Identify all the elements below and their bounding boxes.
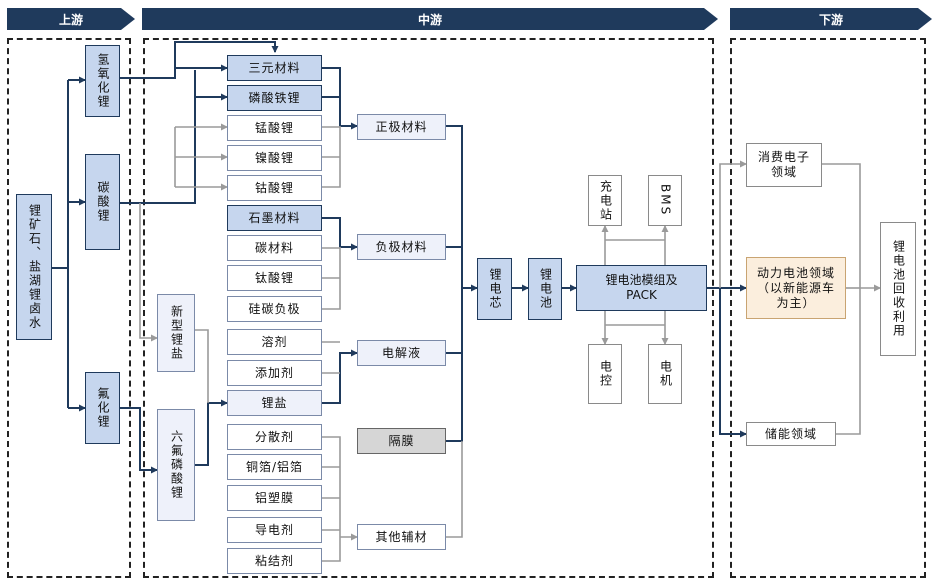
cathode-input-lfp: 磷酸铁锂 [227, 85, 322, 111]
midstream-header: 中游 [142, 8, 718, 30]
lithium-hydroxide-box: 氢氧化锂 [85, 45, 120, 117]
cathode-input-lno: 镍酸锂 [227, 145, 322, 171]
downstream-header: 下游 [730, 8, 932, 30]
charging-station-box: 充电站 [588, 175, 622, 226]
electrolyte-input-solvent: 溶剂 [227, 329, 322, 355]
midstream-section [143, 38, 714, 578]
other-input-dispersant: 分散剂 [227, 424, 322, 450]
cathode-input-lco: 钴酸锂 [227, 175, 322, 201]
lipf6-box: 六氟磷酸锂 [157, 409, 195, 521]
lithium-battery-box: 锂电池 [528, 258, 562, 320]
battery-pack-box: 锂电池模组及 PACK [576, 265, 707, 311]
battery-pack-label-line1: 锂电池模组及 [605, 273, 678, 287]
cathode-input-lmo: 锰酸锂 [227, 115, 322, 141]
lithium-carbonate-box: 碳酸锂 [85, 154, 120, 250]
anode-input-si-c: 硅碳负极 [227, 296, 322, 322]
electrolyte-input-additive: 添加剂 [227, 360, 322, 386]
upstream-header: 上游 [7, 8, 135, 30]
upstream-section [7, 38, 131, 578]
cathode-input-ternary: 三元材料 [227, 55, 322, 81]
bms-box: BMS [648, 175, 682, 226]
cathode-material-box: 正极材料 [357, 114, 446, 140]
energy-storage-box: 储能领域 [746, 422, 836, 446]
lithium-cell-box: 锂电芯 [477, 258, 512, 320]
other-input-conductive: 导电剂 [227, 517, 322, 543]
electrolyte-input-lithium-salt: 锂盐 [227, 390, 322, 416]
other-input-foil: 铜箔/铝箔 [227, 454, 322, 480]
electronic-control-box: 电控 [588, 344, 622, 404]
downstream-section [730, 38, 926, 578]
consumer-electronics-box: 消费电子领域 [746, 143, 822, 187]
anode-material-box: 负极材料 [357, 234, 446, 260]
separator-box: 隔膜 [357, 428, 446, 454]
source-box: 锂矿石、盐湖锂卤水 [16, 194, 52, 340]
other-aux-box: 其他辅材 [357, 524, 446, 550]
recycling-box: 锂电池回收利用 [880, 222, 916, 356]
anode-input-carbon: 碳材料 [227, 235, 322, 261]
anode-input-lto: 钛酸锂 [227, 265, 322, 291]
motor-box: 电机 [648, 344, 682, 404]
electrolyte-box: 电解液 [357, 340, 446, 366]
lithium-fluoride-box: 氟化锂 [85, 372, 120, 444]
power-battery-box: 动力电池领域（以新能源车为主） [746, 257, 846, 319]
other-input-binder: 粘结剂 [227, 548, 322, 574]
new-lithium-salt-box: 新型锂盐 [157, 294, 195, 372]
battery-pack-label-line2: PACK [626, 288, 657, 302]
other-input-pouch-film: 铝塑膜 [227, 485, 322, 511]
anode-input-graphite: 石墨材料 [227, 205, 322, 231]
